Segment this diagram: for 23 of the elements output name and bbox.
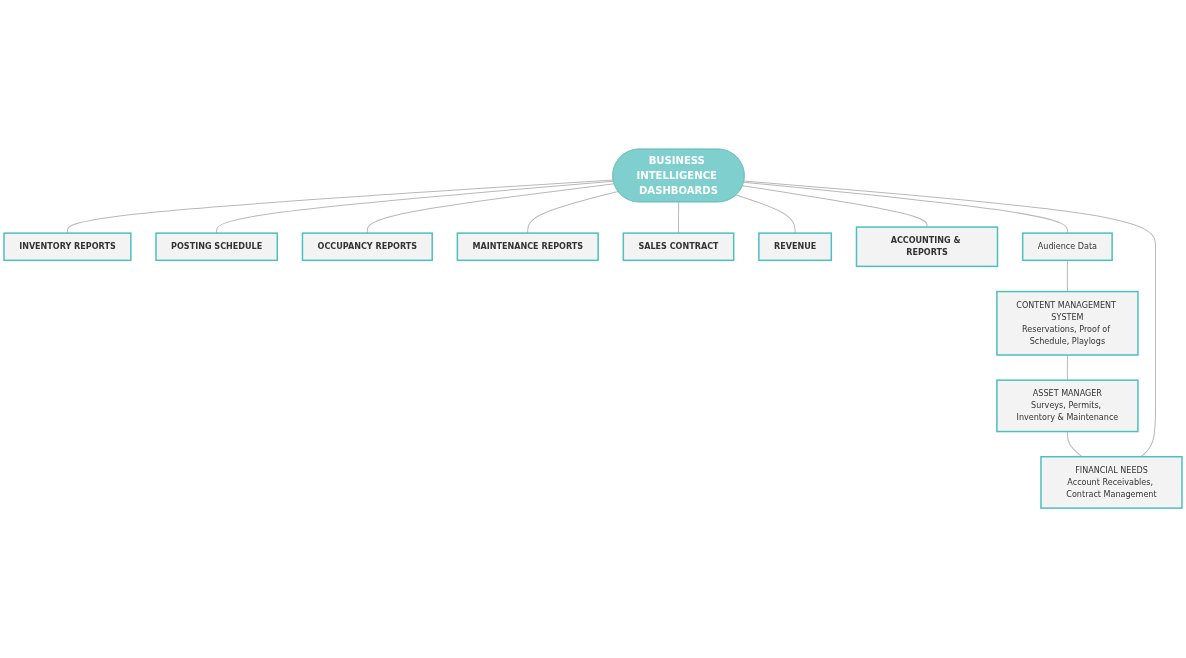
connector: [743, 182, 1068, 235]
node-box: POSTING SCHEDULE: [155, 232, 279, 262]
connector: [742, 185, 928, 229]
node-box: OCCUPANCY REPORTS: [301, 232, 433, 262]
node-box: CONTENT MANAGEMENT SYSTEM Reservations, Proof of Schedule, Playlogs: [996, 291, 1139, 357]
connector: [366, 183, 615, 235]
connector: [66, 179, 614, 235]
connector: [527, 191, 619, 235]
connector: [743, 181, 1157, 458]
node-box: MAINTENANCE REPORTS: [456, 232, 599, 262]
connector: [1066, 431, 1083, 458]
node-box: Audience Data: [1021, 232, 1113, 262]
node-box: FINANCIAL NEEDS Account Receivables, Contract Management: [1040, 456, 1183, 510]
connector: [735, 194, 796, 235]
node-box: ASSET MANAGER Surveys, Permits, Inventory & Maintenance: [996, 379, 1139, 433]
connector: [1066, 354, 1068, 382]
connector: [678, 202, 680, 235]
node-box: SALES CONTRACT: [622, 232, 735, 262]
connector: [1066, 260, 1068, 293]
node-box: REVENUE: [758, 232, 833, 262]
node-box: INVENTORY REPORTS: [3, 232, 132, 262]
connector: [216, 181, 615, 235]
node-box: ACCOUNTING & REPORTS: [855, 226, 999, 268]
